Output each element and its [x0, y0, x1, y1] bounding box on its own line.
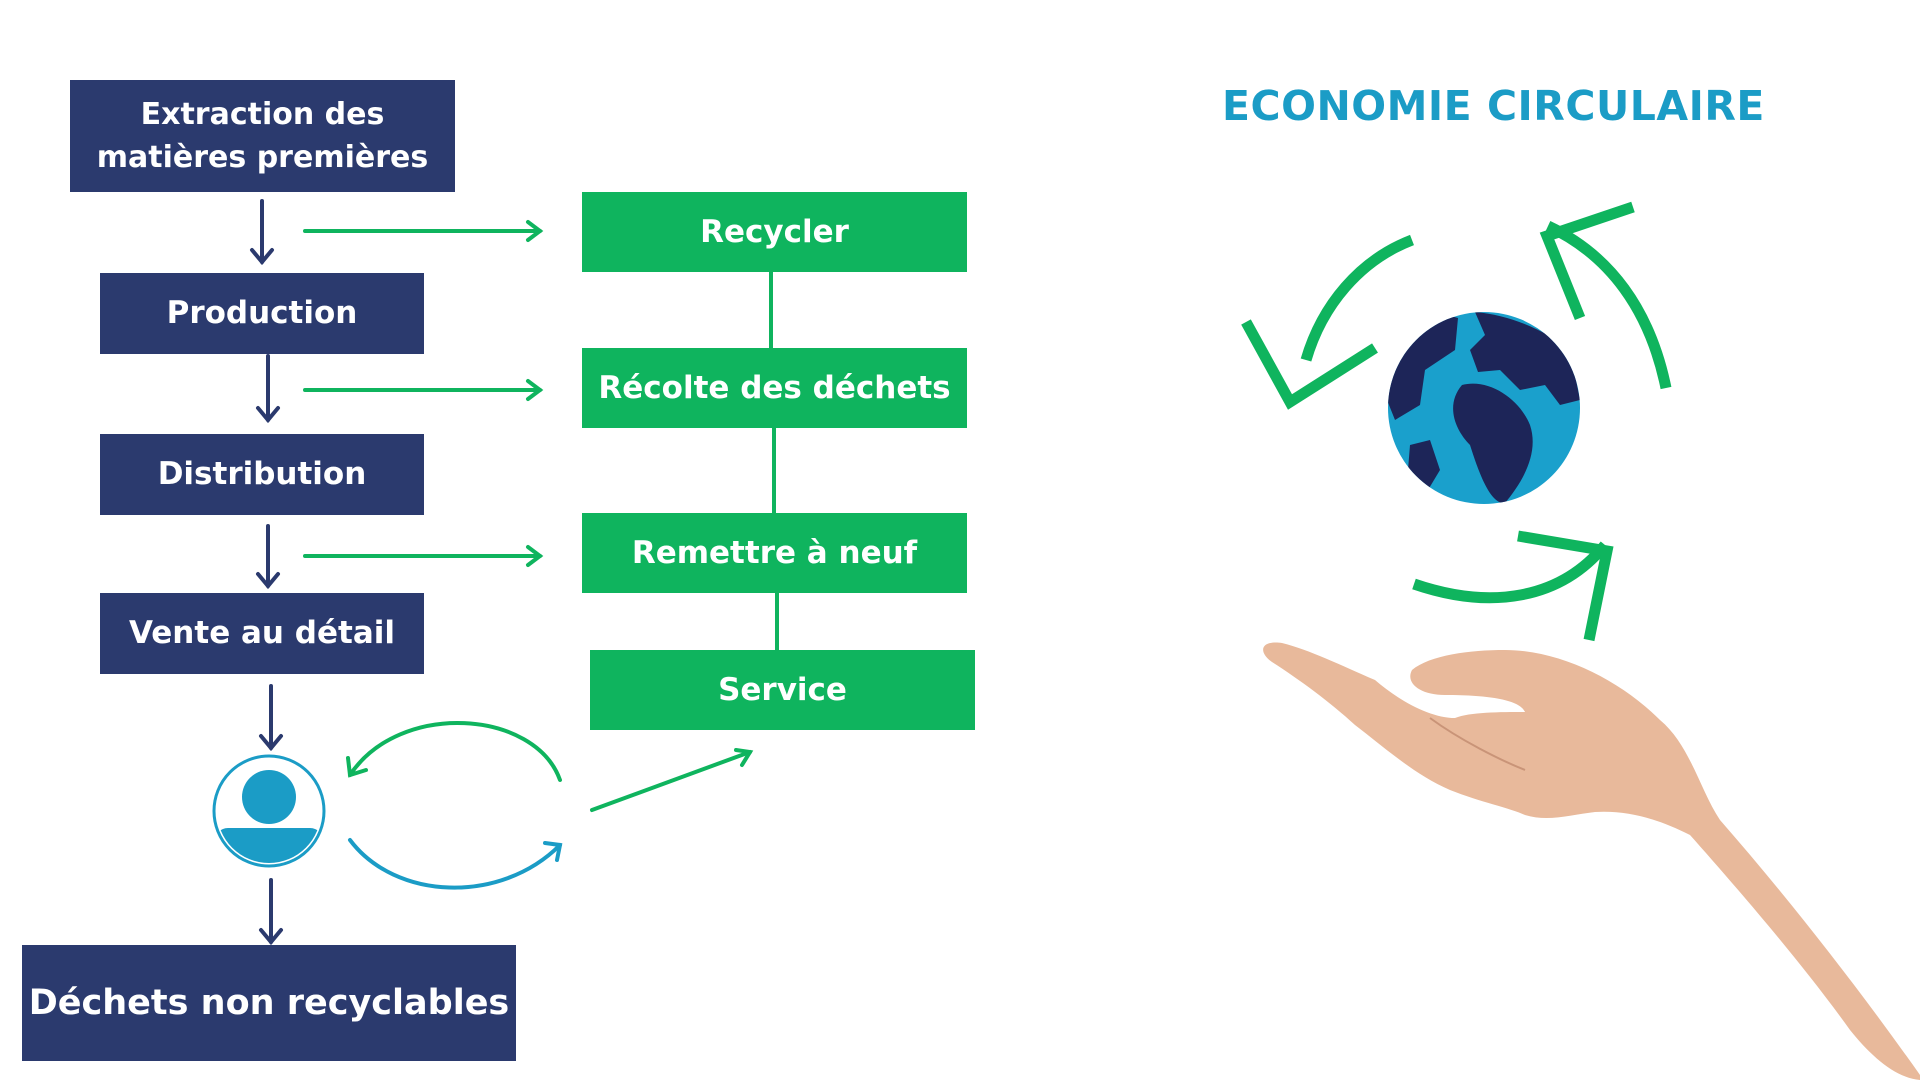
arrow-retail-to-consumer: [259, 684, 283, 752]
arrow-consumer-to-waste: [259, 878, 283, 946]
open-hand-icon: [1263, 642, 1920, 1080]
arrow-extraction-to-production: [250, 199, 274, 266]
person-icon: [212, 754, 326, 868]
step-extraction: Extraction des matières premières: [70, 80, 455, 192]
earth-globe-icon: [1388, 312, 1580, 504]
loop-arrow-blue: [348, 838, 563, 890]
arrow-production-to-distribution: [256, 354, 280, 424]
step-service: Service: [590, 650, 975, 730]
arrow-distribution-to-retail: [256, 524, 280, 590]
step-remettre-a-neuf: Remettre à neuf: [582, 513, 967, 593]
step-retail: Vente au détail: [100, 593, 424, 674]
loop-arrow-green: [346, 721, 562, 782]
step-non-recyclable-waste: Déchets non recyclables: [22, 945, 516, 1061]
step-recycler: Recycler: [582, 192, 967, 272]
arrow-to-recolte: [303, 379, 544, 401]
step-production: Production: [100, 273, 424, 354]
step-recolte-dechets: Récolte des déchets: [582, 348, 967, 428]
step-distribution: Distribution: [100, 434, 424, 515]
arrow-to-remettre: [303, 545, 544, 567]
arrow-to-recycler: [303, 220, 544, 242]
arrow-to-service: [590, 748, 754, 812]
page-title: ECONOMIE CIRCULAIRE: [1222, 82, 1765, 130]
circular-arrows-icon: [1241, 201, 1672, 642]
